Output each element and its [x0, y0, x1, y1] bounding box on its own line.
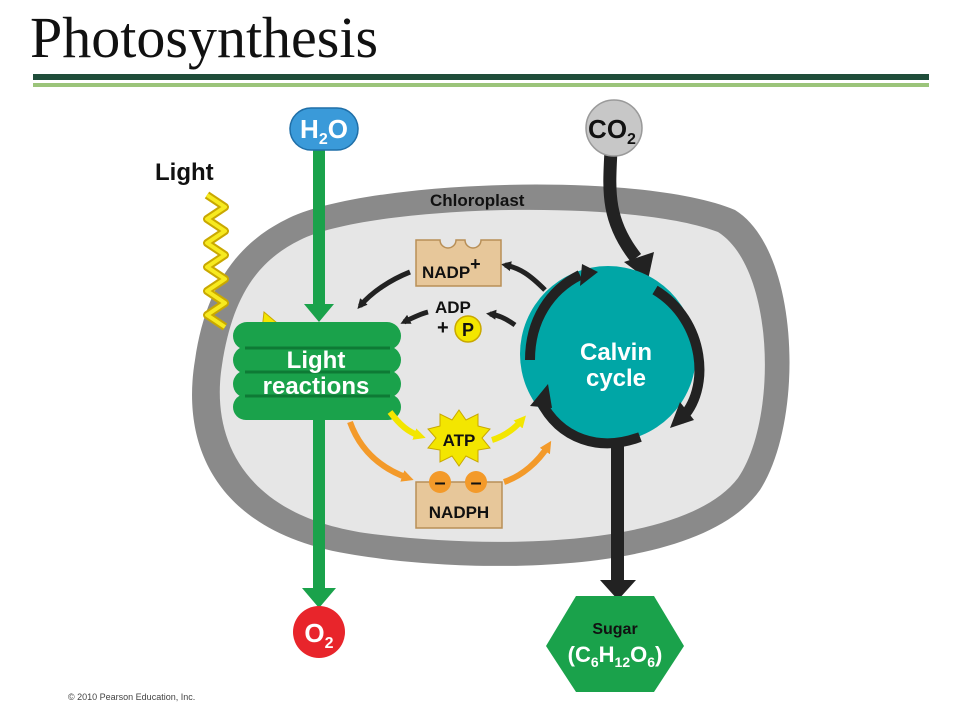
water-arrow-shaft	[313, 145, 325, 310]
calvin-cycle-arrow-bottom	[535, 397, 642, 449]
atp-starburst	[427, 409, 491, 467]
light-reactions-label-line1: Light	[287, 347, 346, 374]
nadp-return-arrow	[501, 261, 547, 292]
nadph-label: NADPH	[429, 503, 489, 522]
adp-return-arrow	[486, 309, 517, 328]
oxygen-label: O2	[304, 618, 333, 652]
calvin-cycle-circle	[520, 266, 696, 442]
copyright-notice: © 2010 Pearson Education, Inc.	[68, 692, 196, 702]
electron-minus-2: –	[470, 472, 481, 494]
adp-to-light-arrow	[400, 309, 429, 325]
calvin-arrowhead-2	[530, 384, 552, 408]
oxygen-arrow-shaft	[313, 412, 325, 592]
chloroplast-label: Chloroplast	[430, 191, 525, 210]
nadph-to-calvin-arrow	[502, 440, 552, 485]
light-reactions-label-line2: reactions	[263, 373, 370, 400]
nadp-label: NADP+	[422, 254, 481, 282]
nadp-box	[415, 239, 502, 287]
light-arrow-highlight	[205, 193, 227, 329]
sugar-formula: (C6H12O6)	[568, 642, 663, 670]
sugar-arrow-shaft	[611, 440, 624, 585]
sugar-arrow-head	[600, 580, 636, 600]
electron-circle-1	[429, 471, 451, 493]
title-underline-dark	[33, 74, 929, 80]
title-underline-light	[33, 83, 929, 87]
oxygen-arrow-head	[302, 588, 336, 608]
atp-to-calvin-arrow	[491, 415, 526, 443]
calvin-arrowhead-3	[580, 264, 598, 286]
thylakoid-stack	[233, 322, 401, 420]
calvin-cycle-arrow-right	[652, 285, 705, 424]
calvin-cycle-label-line1: Calvin	[580, 339, 652, 366]
light-to-nadph-arrow	[347, 420, 414, 482]
sugar-label: Sugar	[592, 621, 637, 638]
carbon-dioxide-arrow-head	[624, 252, 654, 280]
calvin-cycle-label-line2: cycle	[586, 365, 646, 392]
adp-label: ADP	[435, 298, 471, 317]
phosphate-label: P	[462, 320, 474, 340]
water-label: H2O	[300, 114, 348, 148]
electron-circle-2	[465, 471, 487, 493]
water-arrow-head	[304, 304, 334, 322]
light-to-atp-arrow	[387, 410, 426, 440]
nadp-to-light-arrow	[357, 269, 411, 310]
oxygen-circle	[293, 606, 345, 658]
calvin-arrowhead-1	[670, 402, 694, 428]
page-title: Photosynthesis	[30, 5, 379, 70]
light-label: Light	[155, 159, 214, 186]
phosphate-circle	[454, 315, 482, 343]
sugar-hexagon	[546, 596, 684, 692]
electron-minus-1: –	[434, 472, 445, 494]
carbon-dioxide-circle	[585, 99, 643, 157]
carbon-dioxide-arrow	[603, 149, 642, 263]
carbon-dioxide-label: CO2	[588, 114, 636, 148]
atp-label: ATP	[443, 431, 476, 450]
water-pill	[289, 107, 359, 151]
plus-label: +	[437, 317, 449, 339]
nadph-box	[415, 481, 503, 529]
calvin-cycle-arrow-left	[525, 270, 583, 361]
